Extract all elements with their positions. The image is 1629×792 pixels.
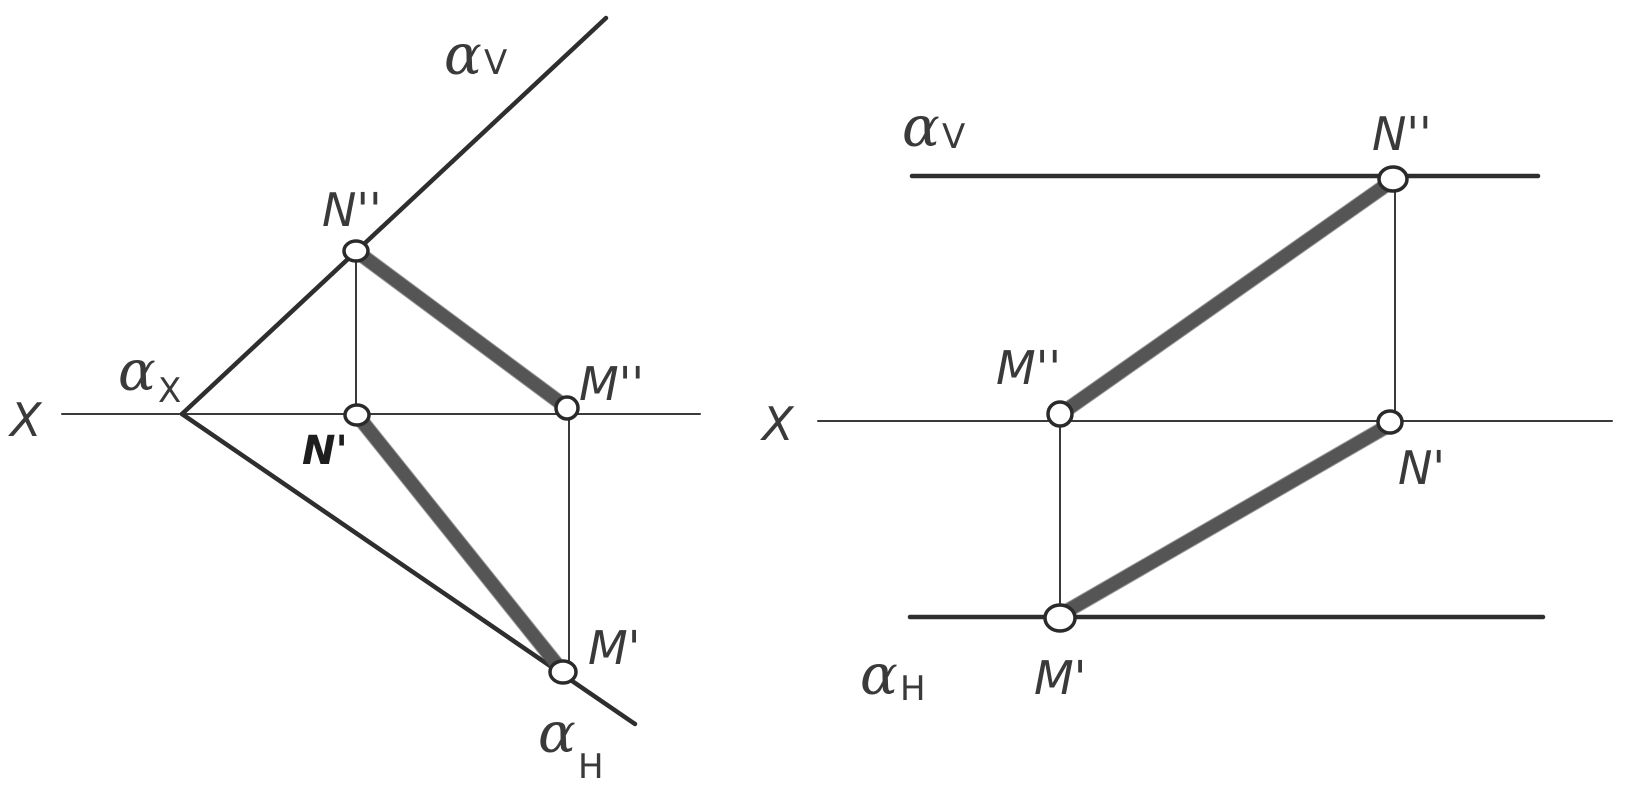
left-point-m-single bbox=[548, 659, 578, 685]
left-point-n-single bbox=[343, 403, 371, 427]
left-x-axis-label: X bbox=[8, 393, 43, 447]
left-m-single-label: M' bbox=[588, 621, 640, 675]
left-m-double-label: M'' bbox=[579, 357, 644, 411]
right-m-double-label: M'' bbox=[996, 341, 1061, 395]
right-figure: X α V α H M'' M' N'' N' bbox=[760, 95, 1613, 709]
right-segment-mn-front bbox=[1055, 174, 1399, 420]
left-segment-mn-front bbox=[349, 244, 573, 414]
right-alpha-v-sub: V bbox=[942, 117, 965, 157]
right-point-n-single bbox=[1376, 409, 1404, 435]
right-n-double-label: N'' bbox=[1372, 107, 1432, 161]
right-x-axis-label: X bbox=[760, 397, 795, 451]
left-alpha-v-trace bbox=[179, 15, 609, 417]
left-n-double-label: N'' bbox=[322, 183, 382, 237]
left-alpha-h-symbol: α bbox=[538, 701, 576, 766]
left-alpha-h-sub: H bbox=[578, 747, 604, 787]
right-alpha-h-sub: H bbox=[900, 669, 926, 709]
left-alpha-x-sub: X bbox=[158, 371, 181, 411]
left-figure: X α X α V α H N'' N' M'' M' bbox=[8, 15, 701, 787]
left-point-m-double bbox=[554, 395, 580, 421]
right-m-single-label: M' bbox=[1034, 651, 1086, 705]
left-alpha-v-symbol: α bbox=[444, 23, 482, 88]
left-point-n-double bbox=[342, 239, 370, 263]
left-alpha-x-symbol: α bbox=[118, 339, 156, 404]
left-segment-mn-top bbox=[350, 408, 570, 679]
left-alpha-v-sub: V bbox=[484, 43, 507, 83]
right-alpha-h-symbol: α bbox=[860, 643, 898, 708]
right-point-n-double bbox=[1377, 165, 1409, 193]
right-n-single-label: N' bbox=[1398, 441, 1445, 495]
right-point-m-single bbox=[1043, 603, 1077, 633]
right-alpha-v-symbol: α bbox=[902, 95, 940, 160]
right-point-m-double bbox=[1046, 400, 1074, 428]
right-segment-mn-top bbox=[1053, 417, 1398, 622]
left-n-single-label: N' bbox=[302, 428, 348, 474]
